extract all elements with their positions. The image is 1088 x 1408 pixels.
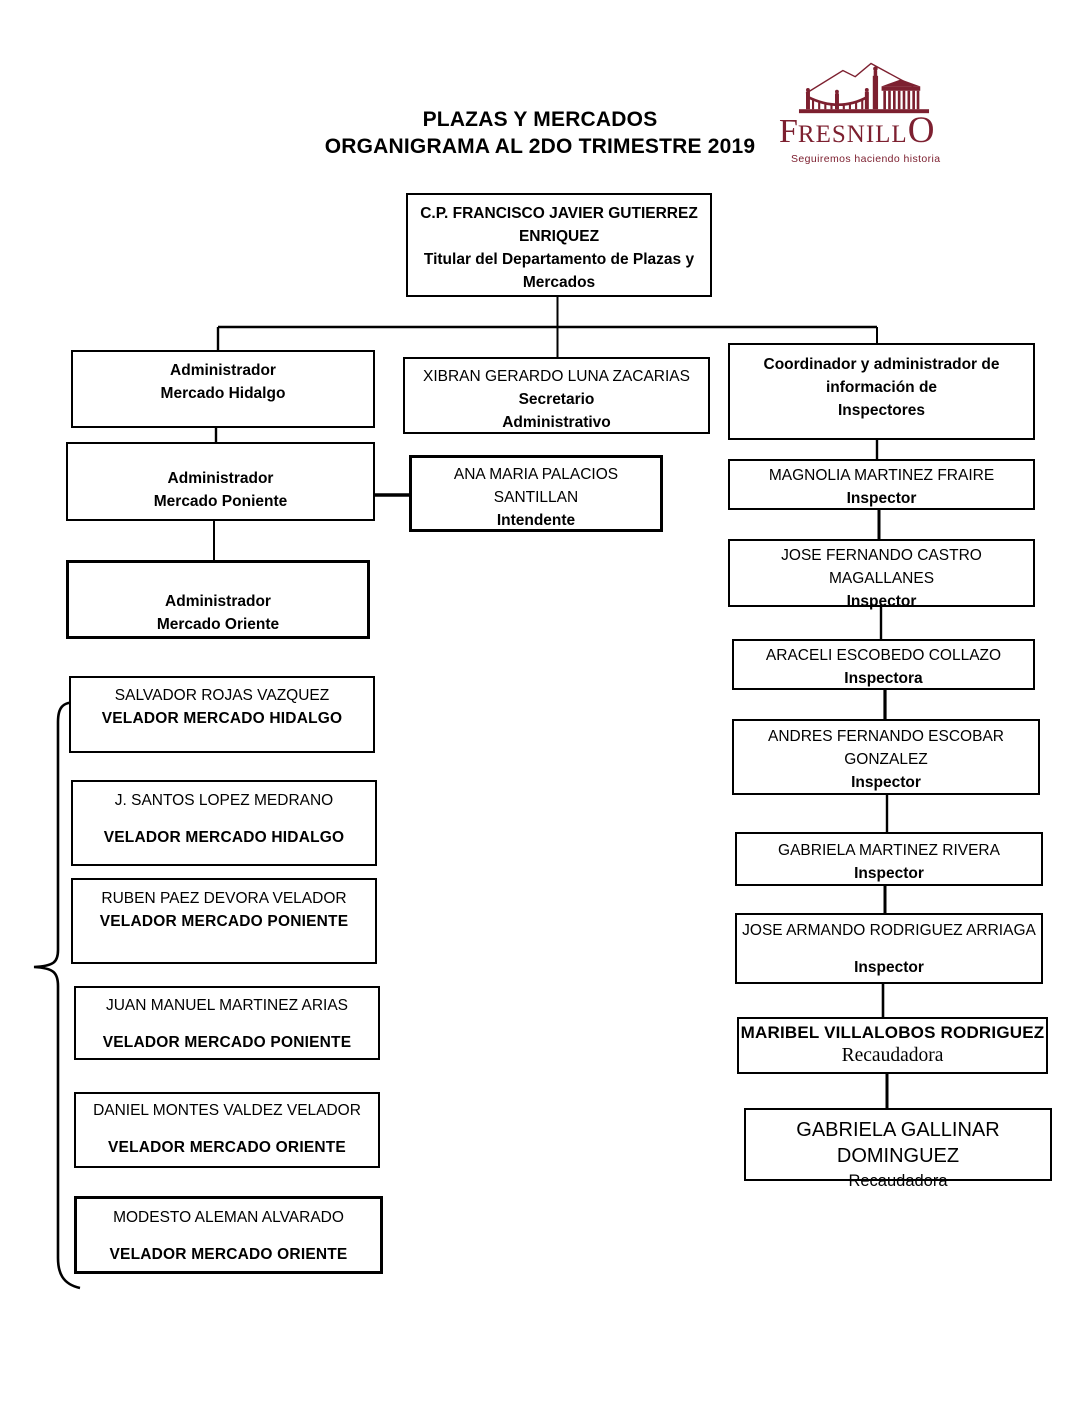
logo-tagline: Seguiremos haciendo historia — [791, 153, 941, 165]
org-box-velador-juan: JUAN MANUEL MARTINEZ ARIAS VELADOR MERCA… — [74, 986, 380, 1060]
org-box-inspectora-araceli: ARACELI ESCOBEDO COLLAZO Inspectora — [732, 639, 1035, 690]
role-line3: Inspectores — [837, 402, 925, 419]
person-role: Inspector — [854, 959, 924, 976]
org-box-inspector-jose-fernando: JOSE FERNANDO CASTRO MAGALLANES Inspecto… — [728, 539, 1035, 610]
person-role: VELADOR MERCADO ORIENTE — [108, 1139, 346, 1156]
fresnillo-logo: FRESNILLO Seguiremos haciendo historia — [779, 60, 949, 165]
person-role: Recaudadora — [848, 1172, 948, 1190]
page-title-line2: ORGANIGRAMA AL 2DO TRIMESTRE 2019 — [324, 135, 756, 158]
person-name: SALVADOR ROJAS VAZQUEZ — [114, 687, 330, 704]
org-box-velador-daniel: DANIEL MONTES VALDEZ VELADOR VELADOR MER… — [74, 1092, 380, 1168]
person-role: VELADOR MERCADO PONIENTE — [99, 913, 349, 930]
person-name: MODESTO ALEMAN ALVARADO — [113, 1209, 344, 1226]
org-box-velador-salvador: SALVADOR ROJAS VAZQUEZ VELADOR MERCADO H… — [69, 676, 375, 753]
page-title-line1: PLAZAS Y MERCADOS — [422, 108, 658, 131]
person-role: Intendente — [496, 512, 576, 529]
person-role: VELADOR MERCADO HIDALGO — [101, 710, 343, 727]
person-name: MAGNOLIA MARTINEZ FRAIRE — [768, 467, 995, 484]
org-box-recaudadora-gabriela: GABRIELA GALLINAR DOMINGUEZ Recaudadora — [744, 1108, 1052, 1190]
org-box-titular: C.P. FRANCISCO JAVIER GUTIERREZ ENRIQUEZ… — [406, 193, 712, 297]
person-name: ARACELI ESCOBEDO COLLAZO — [765, 647, 1002, 664]
person-name: GABRIELA MARTINEZ RIVERA — [778, 842, 1000, 859]
person-name: DANIEL MONTES VALDEZ VELADOR — [93, 1102, 361, 1119]
person-role: Titular del Departamento de Plazas y Mer… — [423, 251, 695, 291]
person-role: VELADOR MERCADO HIDALGO — [103, 829, 345, 846]
person-role: Inspector — [851, 774, 921, 791]
person-role: Inspector — [846, 593, 917, 610]
person-role: VELADOR MERCADO ORIENTE — [109, 1246, 348, 1263]
role-line1: Coordinador y administrador de — [763, 356, 1000, 373]
wordmark-f: F — [779, 113, 798, 150]
person-role-line2: Administrativo — [502, 414, 611, 431]
role-title: Administrador — [165, 593, 271, 610]
org-box-inspector-gabriela-martinez: GABRIELA MARTINEZ RIVERA Inspector — [735, 832, 1043, 886]
person-name: MARIBEL VILLALOBOS RODRIGUEZ — [740, 1023, 1045, 1042]
org-box-intendente: ANA MARIA PALACIOS SANTILLAN Intendente — [409, 455, 663, 532]
person-role: Recaudadora — [841, 1045, 944, 1066]
org-box-velador-santos: J. SANTOS LOPEZ MEDRANO VELADOR MERCADO … — [71, 780, 377, 866]
role-unit: Mercado Oriente — [156, 616, 280, 633]
person-name: JOSE ARMANDO RODRIGUEZ ARRIAGA — [742, 922, 1036, 939]
wordmark-mid: RESNILL — [797, 121, 908, 148]
person-name: J. SANTOS LOPEZ MEDRANO — [114, 792, 334, 809]
org-box-administrador-oriente: Administrador Mercado Oriente — [66, 560, 370, 639]
role-unit: Mercado Hidalgo — [160, 385, 286, 402]
org-box-inspector-magnolia: MAGNOLIA MARTINEZ FRAIRE Inspector — [728, 459, 1035, 510]
role-title: Administrador — [167, 470, 274, 487]
org-box-administrador-poniente: Administrador Mercado Poniente — [66, 442, 375, 521]
org-box-coordinador: Coordinador y administrador de informaci… — [728, 343, 1035, 440]
role-line2: información de — [825, 379, 938, 396]
person-name: JUAN MANUEL MARTINEZ ARIAS — [105, 997, 348, 1014]
org-box-velador-modesto: MODESTO ALEMAN ALVARADO VELADOR MERCADO … — [74, 1196, 383, 1274]
org-box-inspector-andres: ANDRES FERNANDO ESCOBAR GONZALEZ Inspect… — [732, 719, 1040, 795]
fresnillo-wordmark: FRESNILLO — [779, 112, 949, 153]
person-name: GABRIELA GALLINAR DOMINGUEZ — [796, 1119, 1000, 1167]
org-box-secretario: XIBRAN GERARDO LUNA ZACARIAS Secretario … — [403, 357, 710, 434]
person-role-line1: Secretario — [518, 391, 595, 408]
role-unit: Mercado Poniente — [153, 493, 288, 510]
person-role: Inspector — [854, 865, 924, 882]
person-name: XIBRAN GERARDO LUNA ZACARIAS — [422, 368, 690, 385]
org-box-recaudadora-maribel: MARIBEL VILLALOBOS RODRIGUEZ Recaudadora — [737, 1017, 1048, 1074]
org-box-inspector-jose-armando: JOSE ARMANDO RODRIGUEZ ARRIAGA Inspector — [735, 913, 1043, 984]
person-name: C.P. FRANCISCO JAVIER GUTIERREZ ENRIQUEZ — [420, 205, 698, 245]
fresnillo-emblem-icon — [798, 62, 930, 114]
person-role: Inspector — [846, 490, 917, 507]
person-name: JOSE FERNANDO CASTRO MAGALLANES — [781, 547, 982, 587]
role-title: Administrador — [170, 362, 276, 379]
org-box-velador-ruben: RUBEN PAEZ DEVORA VELADOR VELADOR MERCAD… — [71, 878, 377, 964]
person-role: Inspectora — [844, 670, 923, 687]
person-name: RUBEN PAEZ DEVORA VELADOR — [101, 890, 347, 907]
wordmark-o: O — [907, 110, 935, 151]
org-box-administrador-hidalgo: Administrador Mercado Hidalgo — [71, 350, 375, 428]
page-title: PLAZAS Y MERCADOS ORGANIGRAMA AL 2DO TRI… — [240, 106, 840, 160]
person-name: ANDRES FERNANDO ESCOBAR GONZALEZ — [768, 728, 1004, 768]
person-role: VELADOR MERCADO PONIENTE — [102, 1034, 352, 1051]
person-name: ANA MARIA PALACIOS SANTILLAN — [453, 466, 619, 506]
